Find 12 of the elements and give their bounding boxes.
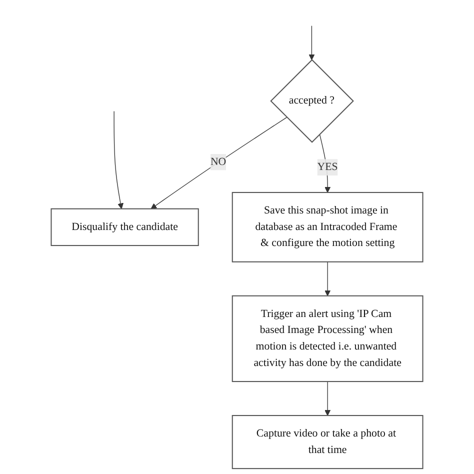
edge-label: NO xyxy=(210,156,226,168)
node-box: Trigger an alert using 'IP Cam based Image Processing' when motion is detected i.e. unwanted activity has done by the candidate xyxy=(232,295,424,382)
node-box: Save this snap-shot image in database as an Intracoded Frame & configure the motion setting xyxy=(232,192,424,262)
node-diamond: accepted ? xyxy=(270,59,354,143)
arrow xyxy=(324,262,331,296)
node-box: Disqualify the candidate xyxy=(50,208,199,246)
arrow xyxy=(150,116,288,210)
node-box: Capture video or take a photo at that time xyxy=(232,415,424,470)
edge-label: YES xyxy=(317,161,338,173)
arrow xyxy=(114,110,124,210)
arrow xyxy=(308,26,315,60)
arrow xyxy=(324,381,331,416)
